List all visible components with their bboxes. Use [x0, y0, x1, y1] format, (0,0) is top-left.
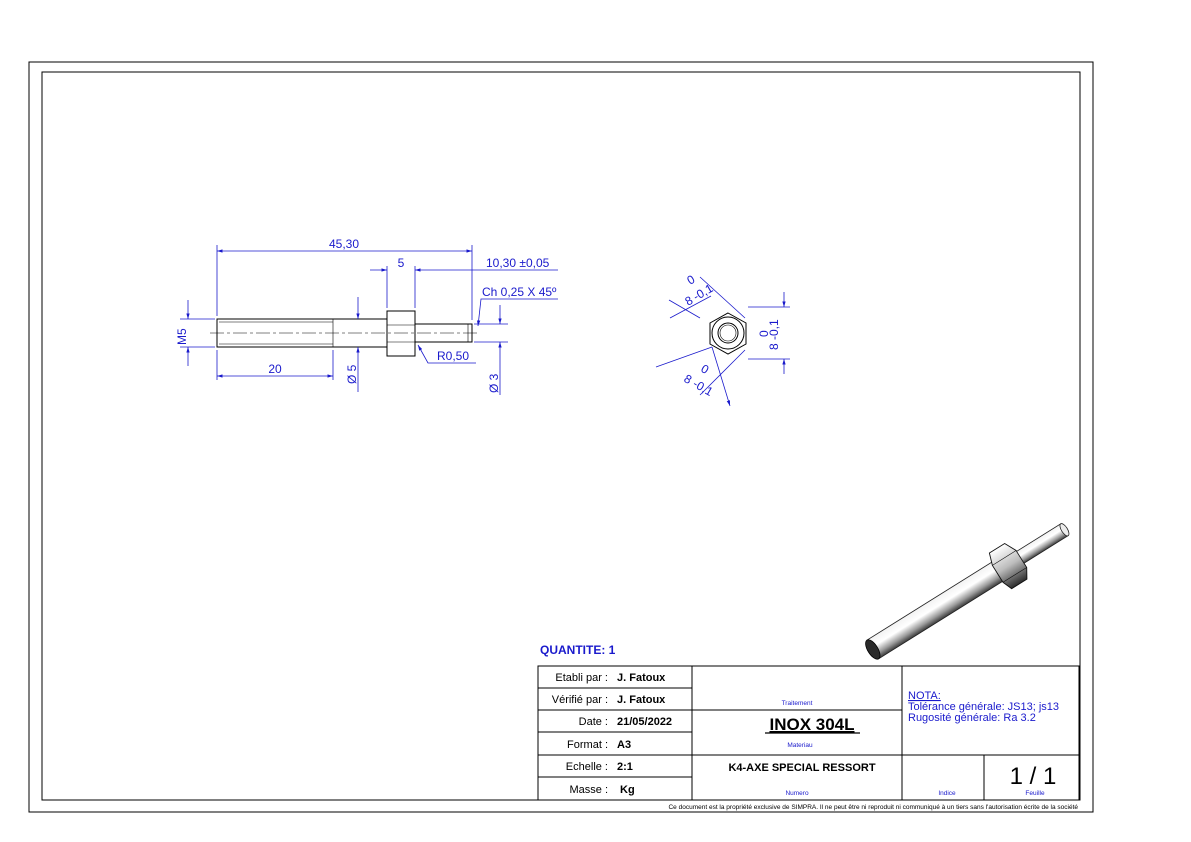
- quantity-label: QUANTITE: 1: [540, 643, 616, 657]
- echelle-value: 2:1: [617, 761, 633, 773]
- end-view-dimensions: [655, 276, 790, 407]
- dim-chamfer: Ch 0,25 X 45º: [482, 285, 557, 299]
- outer-border: [28, 61, 1094, 813]
- indice-caption: Indice: [938, 790, 956, 797]
- isometric-render: [865, 523, 1070, 660]
- dim-diameter-3: Ø 3: [487, 373, 501, 393]
- format-label: Format :: [567, 739, 608, 751]
- materiau-caption: Materiau: [787, 742, 813, 749]
- dim-pin-length: 10,30 ±0,05: [486, 256, 550, 270]
- dim-thread: M5: [175, 328, 189, 345]
- dim-overall-length: 45,30: [329, 237, 359, 251]
- masse-value: Kg: [620, 784, 635, 796]
- echelle-label: Echelle :: [566, 761, 608, 773]
- dim-hex-tol-upper-upper: 0: [685, 272, 698, 288]
- title-block: [537, 665, 1080, 801]
- end-view: [709, 312, 747, 355]
- dim-thread-length: 20: [268, 362, 282, 376]
- side-view-labels: 45,30 5 10,30 ±0,05 Ch 0,25 X 45º M5 20 …: [175, 237, 557, 393]
- dim-diameter-5: Ø 5: [345, 364, 359, 384]
- confidentiality-footer: Ce document est la propriété exclusive d…: [668, 804, 1078, 811]
- material-value: INOX 304L: [769, 715, 854, 734]
- format-value: A3: [617, 739, 631, 751]
- side-view: [210, 310, 480, 357]
- end-view-labels: 8 -0,1 0 8 -0,1 0 8 -0,1 0: [682, 272, 782, 399]
- etabli-label: Etabli par :: [555, 672, 608, 684]
- nota-line-2: Rugosité générale: Ra 3.2: [908, 712, 1036, 724]
- verifie-value: J. Fatoux: [617, 694, 666, 706]
- date-label: Date :: [579, 716, 608, 728]
- verifie-label: Vérifié par :: [552, 694, 608, 706]
- title-block-text: QUANTITE: 1 Etabli par : J. Fatoux Vérif…: [540, 643, 1078, 811]
- part-name: K4-AXE SPECIAL RESSORT: [728, 762, 875, 774]
- dim-hex-tol-lower-vertical: -0,1: [767, 319, 781, 340]
- dim-hex-tol-upper-lower: 0: [699, 361, 712, 377]
- dim-hex-tol-upper-vertical: 0: [757, 330, 771, 337]
- feuille-caption: Feuille: [1025, 790, 1045, 797]
- dim-radius: R0,50: [437, 349, 469, 363]
- dim-hex-tol-lower-lower: -0,1: [691, 376, 716, 399]
- etabli-value: J. Fatoux: [617, 672, 666, 684]
- traitement-caption: Traitement: [782, 700, 813, 707]
- side-view-dimensions: [180, 245, 558, 395]
- masse-label: Masse :: [569, 784, 608, 796]
- date-value: 21/05/2022: [617, 716, 672, 728]
- dim-hex-width: 5: [398, 256, 405, 270]
- dim-hex-af-vertical: 8: [767, 343, 781, 350]
- nota-title: NOTA:: [908, 690, 941, 702]
- nota-line-1: Tolérance générale: JS13; js13: [908, 701, 1059, 713]
- sheet-number: 1 / 1: [1010, 763, 1057, 790]
- numero-caption: Numero: [785, 790, 809, 797]
